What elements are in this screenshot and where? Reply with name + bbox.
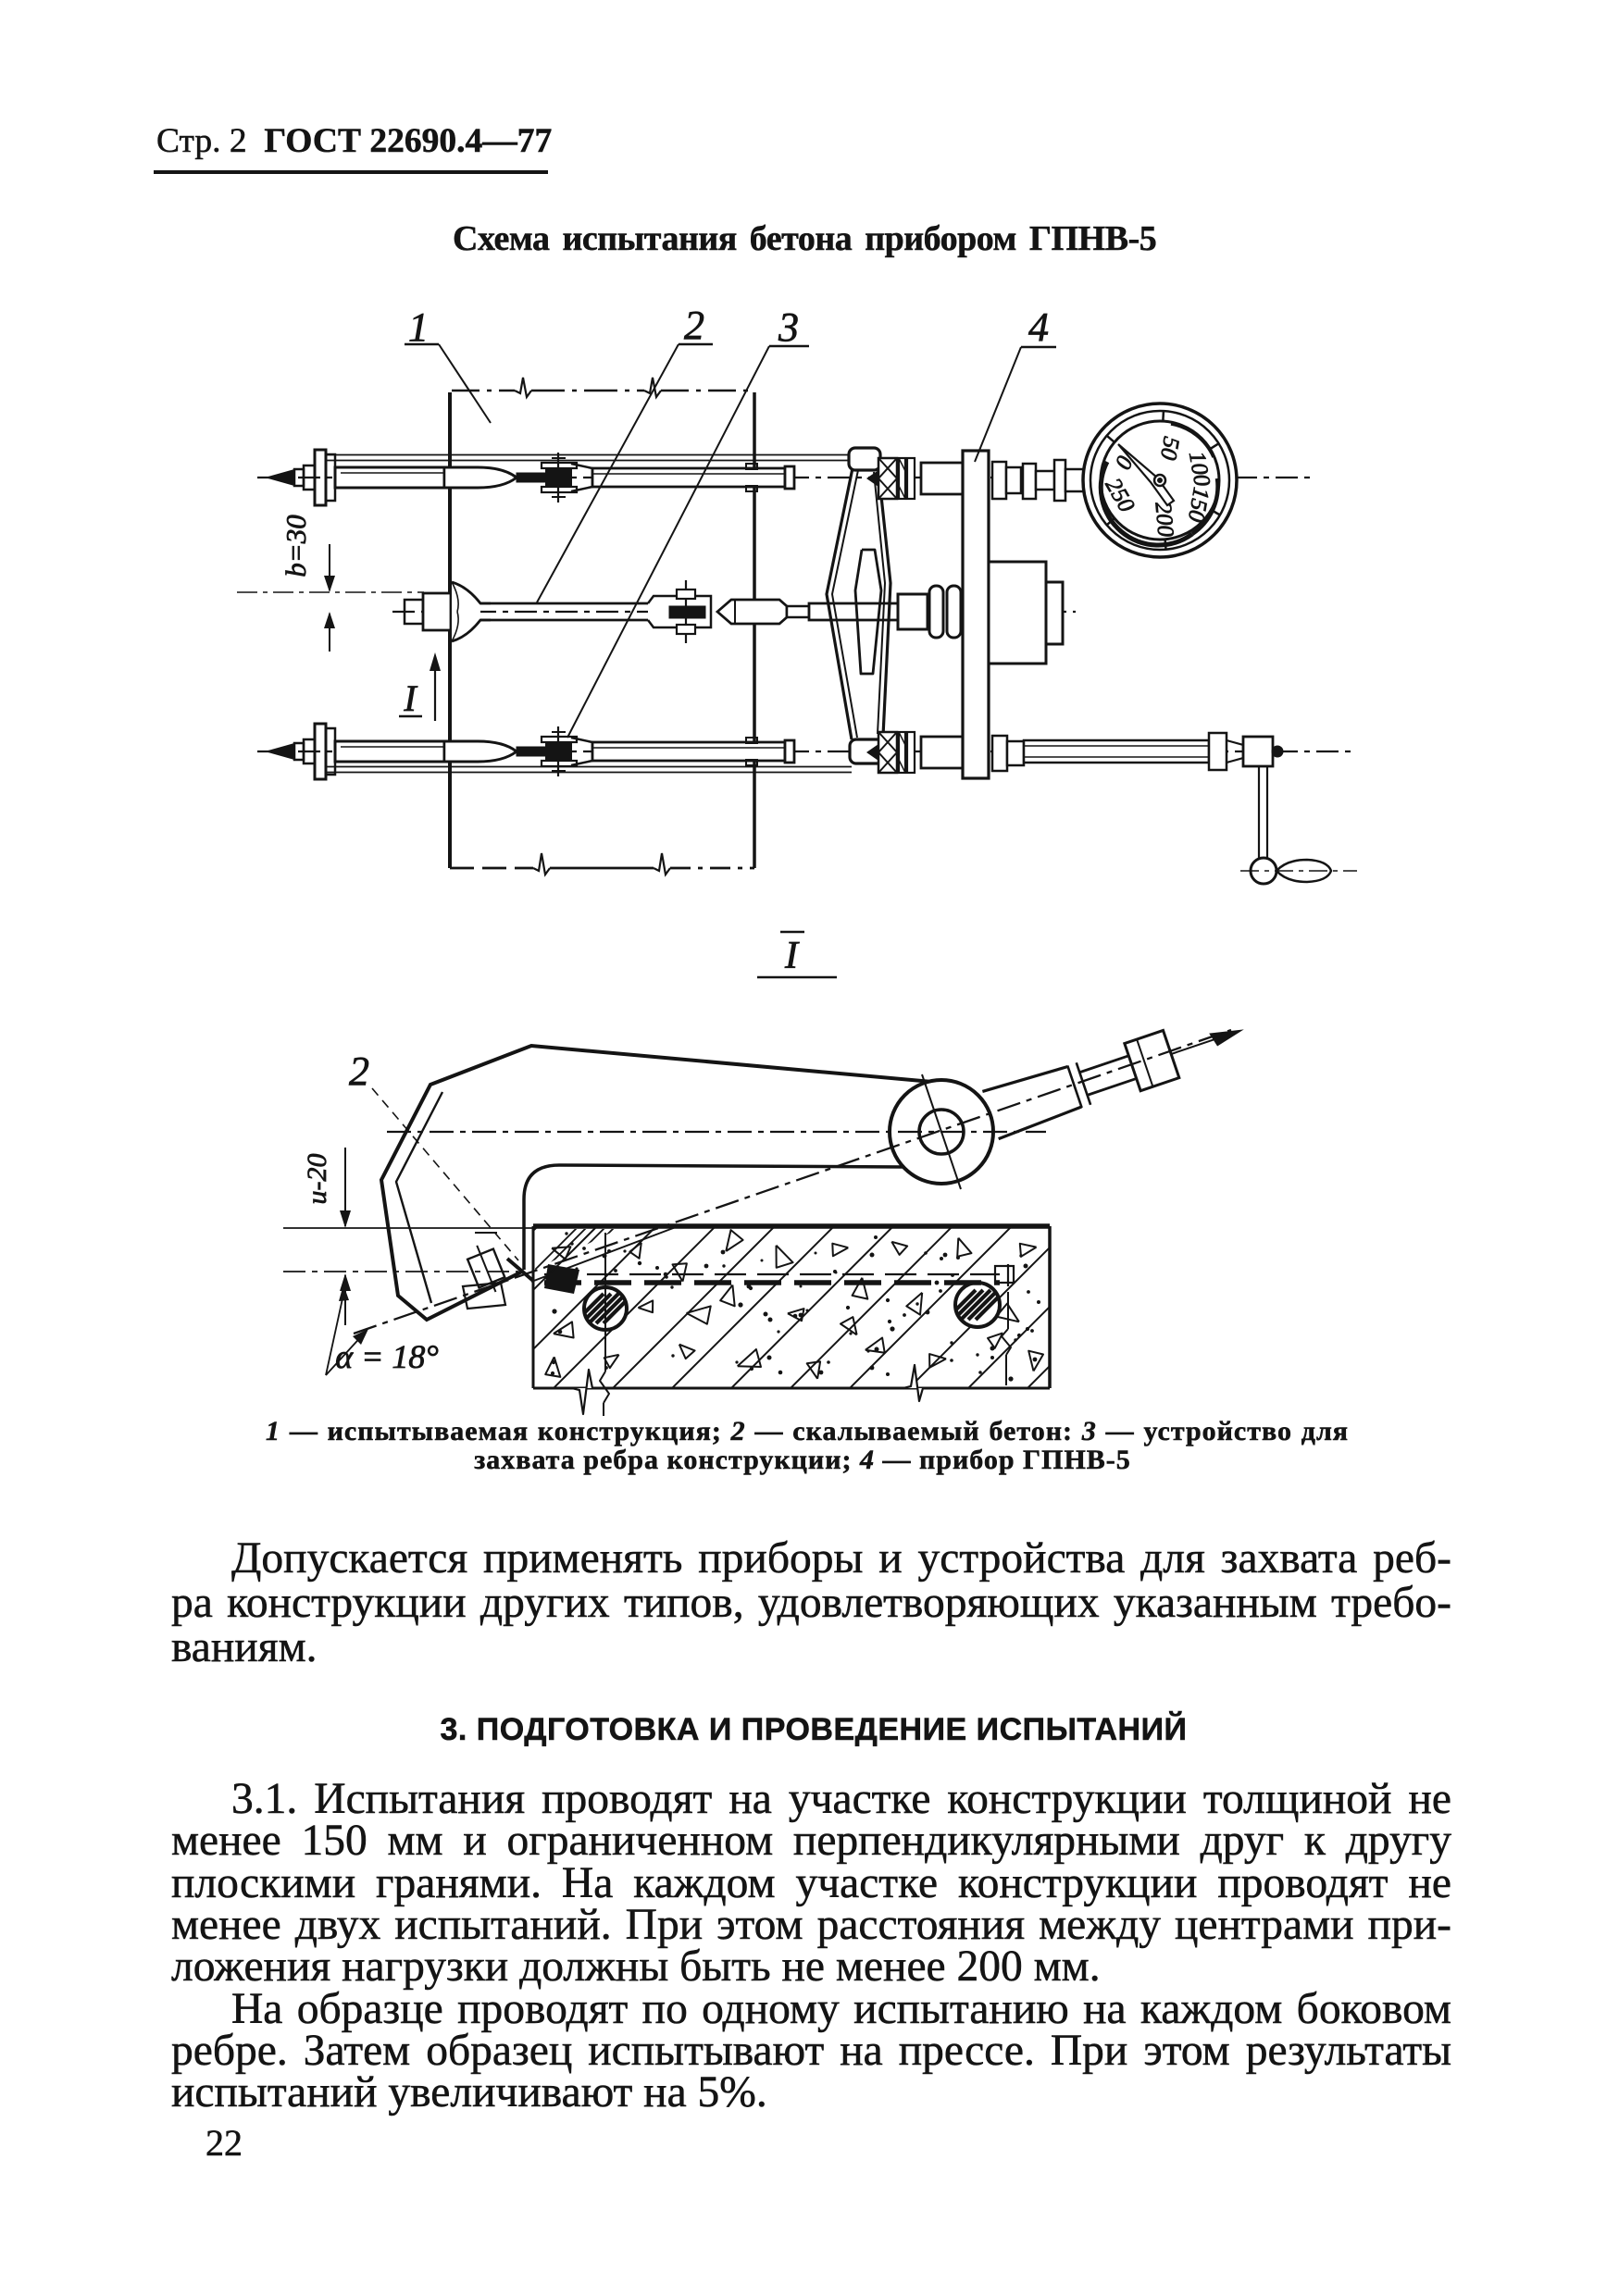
svg-text:3: 3	[778, 304, 799, 350]
svg-text:I: I	[784, 935, 800, 977]
svg-text:1: 1	[408, 304, 429, 350]
svg-text:2: 2	[684, 303, 704, 348]
svg-text:50: 50	[1155, 435, 1184, 463]
svg-text:150: 150	[1183, 485, 1214, 524]
svg-text:u-20: u-20	[302, 1154, 332, 1205]
svg-text:4: 4	[1028, 304, 1049, 350]
svg-text:α = 18°: α = 18°	[335, 1338, 439, 1375]
svg-text:I: I	[403, 677, 417, 719]
svg-text:b=30: b=30	[280, 515, 312, 577]
svg-text:200: 200	[1150, 501, 1177, 538]
svg-text:100: 100	[1184, 450, 1214, 489]
svg-text:2: 2	[349, 1049, 369, 1094]
